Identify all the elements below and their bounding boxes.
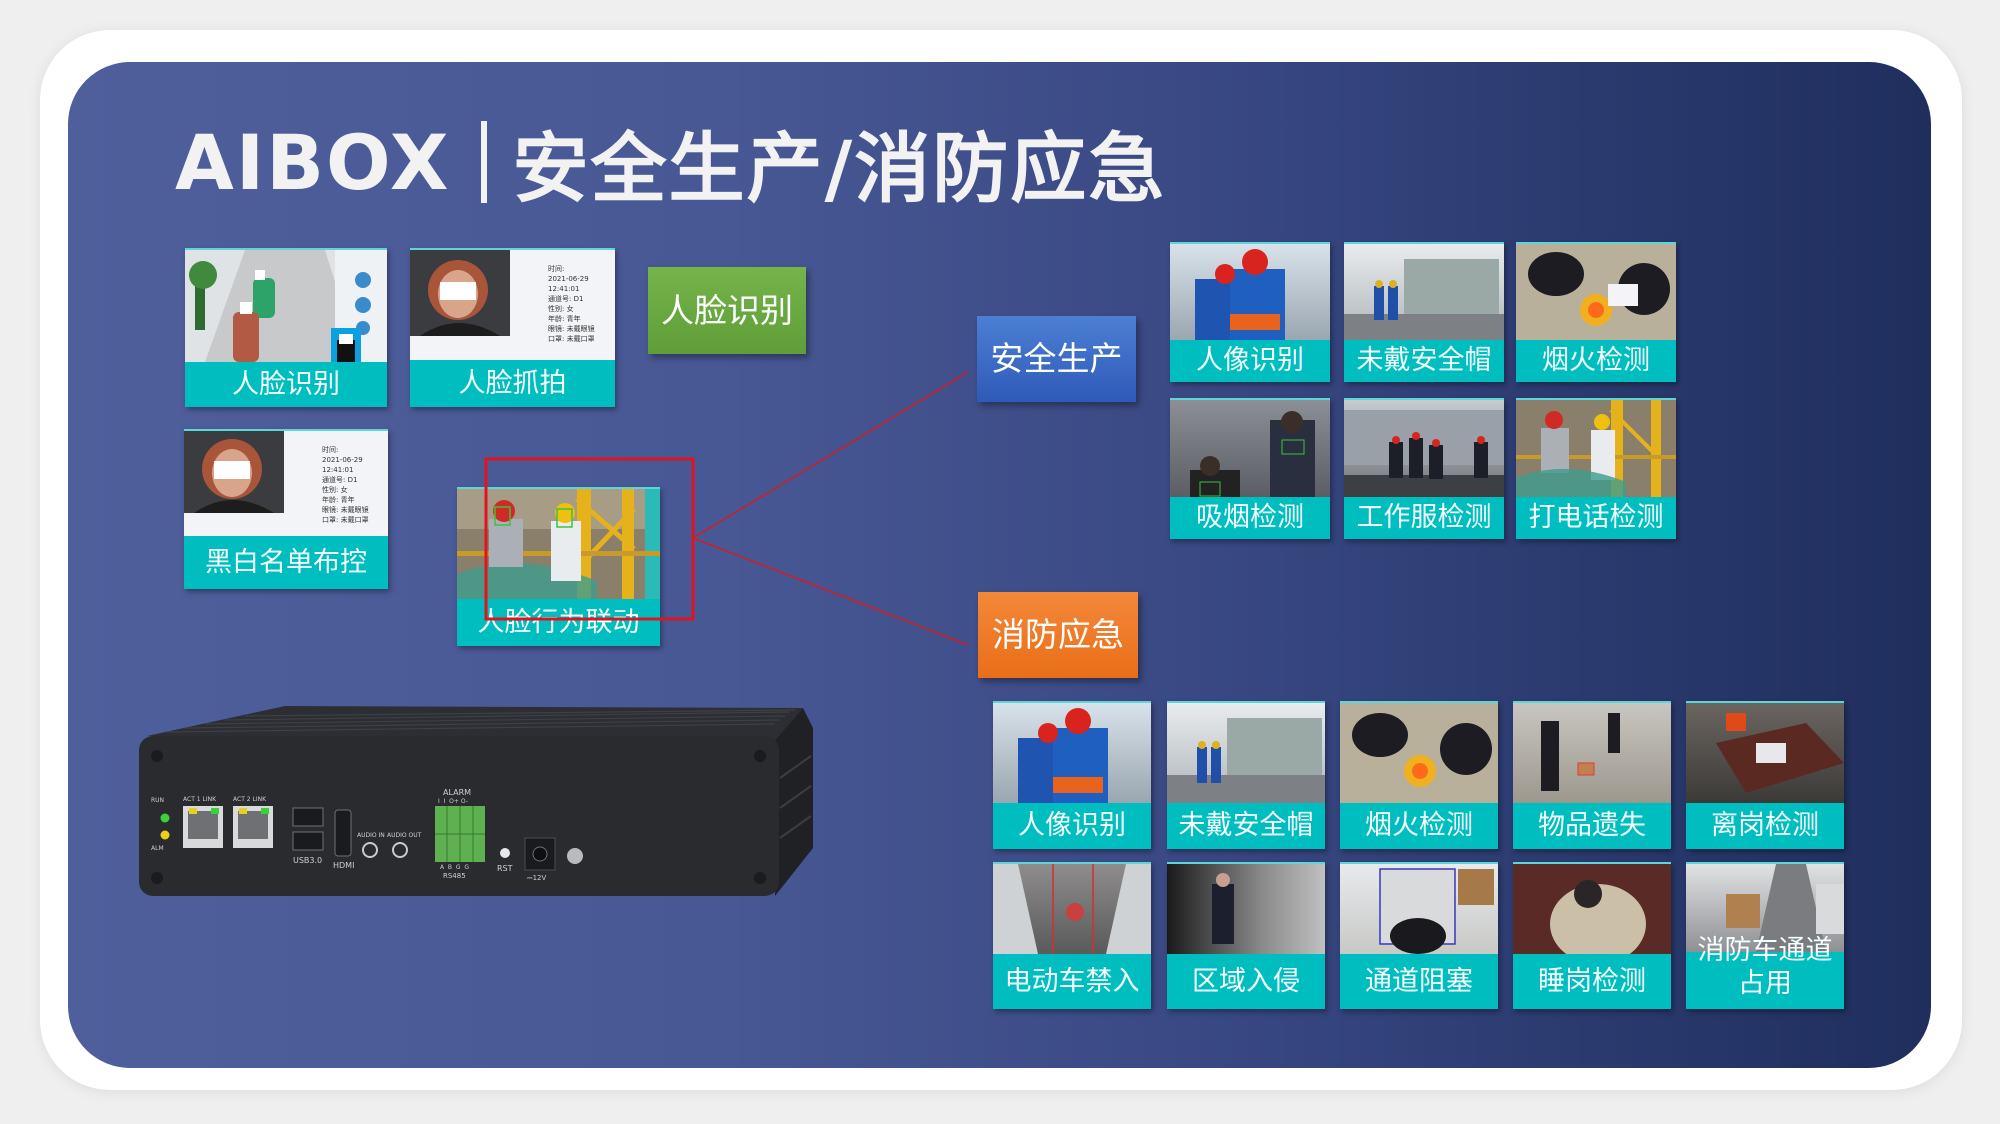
tile-image xyxy=(1513,703,1671,803)
tile-label: 区域入侵 xyxy=(1192,965,1300,997)
card-label: 黑白名单布控 xyxy=(205,546,367,578)
info-line: 性别: 女 xyxy=(548,305,574,313)
reset-label: RST xyxy=(497,864,513,873)
tile-label: 人像识别 xyxy=(1196,345,1304,377)
info-line: 年龄: 青年 xyxy=(548,315,581,323)
card-label: 人脸识别 xyxy=(232,368,340,400)
face-capture-card[interactable]: 时间: 2021-06-29 12:41:01 通道号: D1 性别: 女 年龄… xyxy=(410,248,615,407)
tile-image xyxy=(1516,244,1676,340)
tile-image xyxy=(1170,244,1330,340)
svg-text:RUN: RUN xyxy=(151,797,164,804)
info-line: 2021-06-29 12:41:01 xyxy=(548,275,589,293)
face-behavior-card[interactable]: 人脸行为联动 xyxy=(457,487,660,646)
tile-image xyxy=(1344,400,1504,497)
page-title: AIBOX 安全生产/消防应急 xyxy=(175,112,1166,214)
lan1-label: ACT 1 LINK xyxy=(183,796,217,803)
face-recognition-card[interactable]: 人脸识别 xyxy=(185,248,387,407)
category-face-recognition[interactable]: 人脸识别 xyxy=(648,267,806,354)
info-line: 通道号: D1 xyxy=(322,476,358,484)
tile-image xyxy=(993,703,1151,803)
fire-tile[interactable]: 烟火检测 xyxy=(1340,701,1498,849)
safety-tile[interactable]: 吸烟检测 xyxy=(1170,398,1330,539)
fire-tile[interactable]: 通道阻塞 xyxy=(1340,862,1498,1009)
power-label: ⎓12V xyxy=(527,874,547,882)
info-line: 口罩: 未戴口罩 xyxy=(322,516,369,524)
safety-tile[interactable]: 工作服检测 xyxy=(1344,398,1504,539)
tile-label: 物品遗失 xyxy=(1538,810,1646,842)
blacklist-image: 时间: 2021-06-29 12:41:01 通道号: D1 性别: 女 年龄… xyxy=(184,431,388,536)
safety-tile[interactable]: 人像识别 xyxy=(1170,242,1330,382)
capture-image: 时间: 2021-06-29 12:41:01 通道号: D1 性别: 女 年龄… xyxy=(410,250,615,360)
alarm-pins-label: I I O+ O- xyxy=(438,798,468,805)
blacklist-card[interactable]: 时间: 2021-06-29 12:41:01 通道号: D1 性别: 女 年龄… xyxy=(184,429,388,589)
info-line: 眼镜: 未戴眼镜 xyxy=(322,506,369,514)
category-safety-production[interactable]: 安全生产 xyxy=(977,316,1136,402)
card-label: 人脸行为联动 xyxy=(477,606,640,638)
corridor-image xyxy=(185,250,387,362)
aibox-device-image: RUN ALM ACT 1 LINK ACT 2 LINK USB3.0 HDM… xyxy=(135,698,815,898)
info-line: 性别: 女 xyxy=(322,486,348,494)
tile-label: 电动车禁入 xyxy=(1004,965,1140,997)
tile-label: 睡岗检测 xyxy=(1538,965,1646,997)
tile-label: 人像识别 xyxy=(1018,810,1126,842)
blacklist-info: 时间: 2021-06-29 12:41:01 通道号: D1 性别: 女 年龄… xyxy=(322,445,388,525)
info-line: 2021-06-29 12:41:01 xyxy=(322,456,363,474)
info-line: 时间: xyxy=(322,446,339,454)
tile-image xyxy=(1686,864,1844,952)
tile-label: 消防车通道占用 xyxy=(1698,935,1833,1000)
safety-tile[interactable]: 打电话检测 xyxy=(1516,398,1676,539)
audio-in-label: AUDIO IN xyxy=(357,832,385,839)
fire-tile[interactable]: 区域入侵 xyxy=(1167,862,1325,1009)
lan2-label: ACT 2 LINK xyxy=(233,796,267,803)
rs485-pins-label: A B G G xyxy=(440,864,469,871)
tile-label: 未戴安全帽 xyxy=(1178,810,1314,842)
tile-label: 通道阻塞 xyxy=(1365,965,1473,997)
tile-label: 烟火检测 xyxy=(1365,810,1473,842)
tile-image xyxy=(993,864,1151,954)
category-fire-emergency[interactable]: 消防应急 xyxy=(978,592,1138,678)
tile-image xyxy=(1513,864,1671,954)
title-brand: AIBOX xyxy=(175,117,451,207)
tile-label: 离岗检测 xyxy=(1711,810,1819,842)
tile-image xyxy=(1167,703,1325,803)
tile-image xyxy=(1344,244,1504,340)
info-line: 口罩: 未戴口罩 xyxy=(548,335,595,343)
card-label: 人脸抓拍 xyxy=(458,367,567,399)
info-line: 时间: xyxy=(548,265,565,273)
construction-image xyxy=(457,489,660,599)
info-line: 眼镜: 未戴眼镜 xyxy=(548,325,595,333)
tile-label: 烟火检测 xyxy=(1542,345,1650,377)
tile-image xyxy=(1340,864,1498,954)
capture-info: 时间: 2021-06-29 12:41:01 通道号: D1 性别: 女 年龄… xyxy=(548,264,615,344)
tile-label: 吸烟检测 xyxy=(1196,502,1304,534)
title-separator xyxy=(480,121,487,203)
tile-image xyxy=(1686,703,1844,803)
fire-tile[interactable]: 人像识别 xyxy=(993,701,1151,849)
tile-image xyxy=(1516,400,1676,497)
info-line: 通道号: D1 xyxy=(548,295,584,303)
fire-tile[interactable]: 物品遗失 xyxy=(1513,701,1671,849)
fire-tile[interactable]: 离岗检测 xyxy=(1686,701,1844,849)
fire-tile[interactable]: 睡岗检测 xyxy=(1513,862,1671,1009)
tile-label: 未戴安全帽 xyxy=(1356,345,1492,377)
tile-image xyxy=(1170,400,1330,497)
usb-label: USB3.0 xyxy=(293,856,323,865)
fire-tile[interactable]: 未戴安全帽 xyxy=(1167,701,1325,849)
tile-label: 打电话检测 xyxy=(1528,502,1664,534)
tile-image xyxy=(1167,864,1325,954)
tile-label: 工作服检测 xyxy=(1356,502,1492,534)
svg-text:ALM: ALM xyxy=(151,845,164,852)
tile-image xyxy=(1340,703,1498,803)
audio-out-label: AUDIO OUT xyxy=(387,832,422,839)
rs485-label: RS485 xyxy=(443,872,466,880)
fire-tile[interactable]: 电动车禁入 xyxy=(993,862,1151,1009)
alarm-label: ALARM xyxy=(443,788,472,797)
info-line: 年龄: 青年 xyxy=(322,496,355,504)
title-subtitle: 安全生产/消防应急 xyxy=(512,124,1167,213)
safety-tile[interactable]: 烟火检测 xyxy=(1516,242,1676,382)
safety-tile[interactable]: 未戴安全帽 xyxy=(1344,242,1504,382)
hdmi-label: HDMI xyxy=(333,861,355,870)
fire-tile[interactable]: 消防车通道占用 xyxy=(1686,862,1844,1009)
